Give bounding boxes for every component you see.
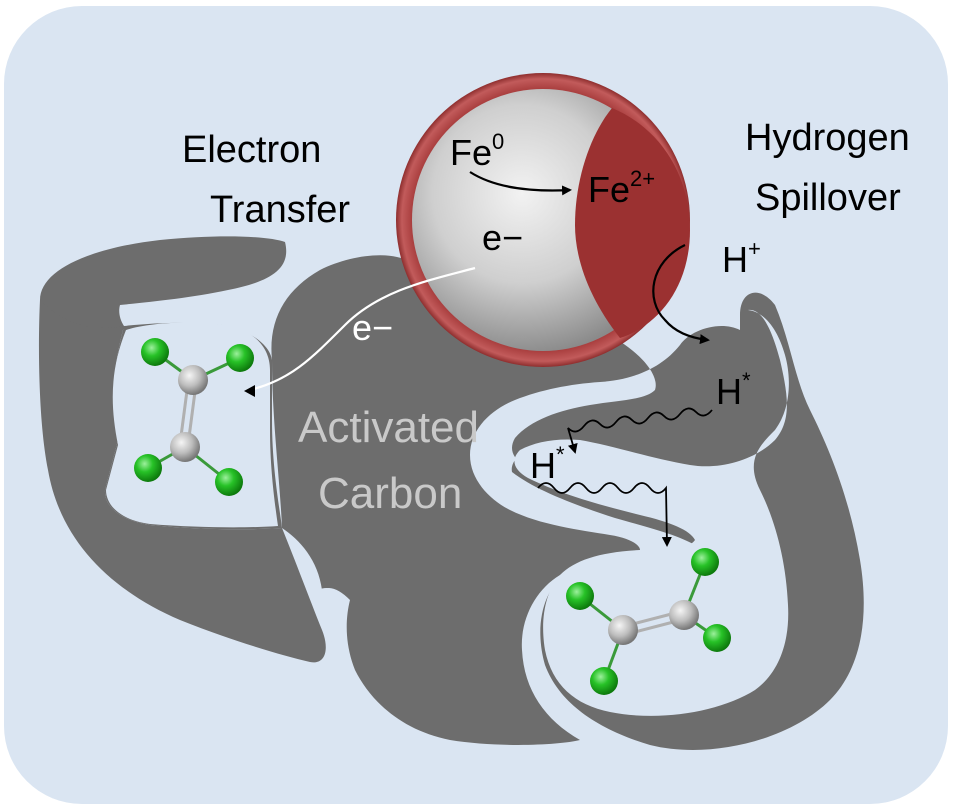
fe2plus-label: Fe2+ — [588, 166, 655, 210]
activated-carbon-label-line2: Carbon — [318, 469, 462, 518]
fe0-label: Fe0 — [450, 129, 504, 173]
electron-transfer-label-line1: Electron — [182, 129, 321, 171]
electron-label-core: e− — [482, 217, 523, 258]
hydrogen-spillover-label-line2: Spillover — [755, 177, 901, 219]
spillover-wave-arrow-2 — [537, 482, 672, 547]
adsorbed-hydrogen-label-1: H* — [716, 368, 751, 412]
electron-transfer-arrow — [249, 266, 476, 392]
spillover-wave-arrow-1 — [567, 407, 713, 454]
electron-label-path: e− — [352, 307, 393, 348]
iron-particle — [396, 73, 690, 367]
proton-label: H+ — [722, 236, 761, 280]
molecule-icon — [566, 548, 731, 695]
oxidation-arrow — [469, 171, 572, 196]
oxidized-shell-region — [575, 108, 690, 338]
adsorbed-hydrogen-label-2: H* — [530, 442, 565, 486]
activated-carbon-label-line1: Activated — [298, 403, 479, 452]
hydrogen-spillover-label-line1: Hydrogen — [745, 117, 910, 159]
electron-transfer-label-line2: Transfer — [210, 189, 350, 231]
molecule-icon — [134, 338, 254, 496]
proton-arrow — [652, 244, 710, 345]
electron-arrow-head — [244, 385, 255, 397]
